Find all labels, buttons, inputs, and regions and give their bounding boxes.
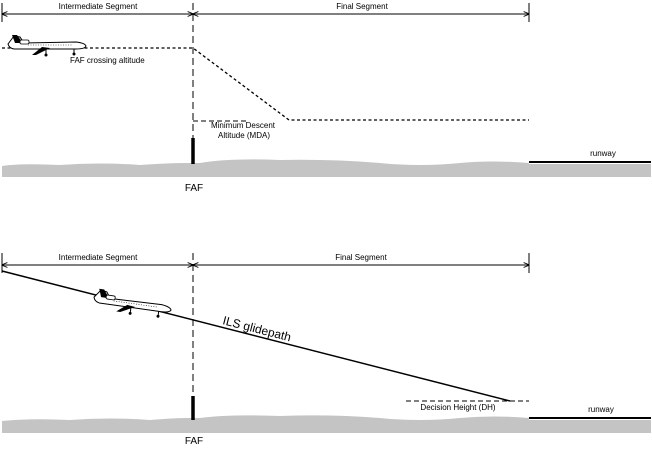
bottom-final-label: Final Segment xyxy=(335,253,387,262)
bottom-runway-label: runway xyxy=(588,405,614,414)
bottom-aircraft-icon xyxy=(91,287,174,321)
mda-label-line1: Minimum Descent xyxy=(211,121,276,130)
mda-label-line2: Altitude (MDA) xyxy=(218,131,270,140)
ils-glidepath-line xyxy=(1,270,511,402)
top-aircraft-icon xyxy=(7,34,87,57)
faf-crossing-label: FAF crossing altitude xyxy=(70,56,145,65)
top-runway-surface xyxy=(529,164,651,177)
bottom-intermediate-label: Intermediate Segment xyxy=(59,253,138,262)
ils-glidepath-label: ILS glidepath xyxy=(221,313,292,344)
top-fix-label: FAF xyxy=(185,183,203,194)
top-descent-profile xyxy=(2,47,529,121)
top-intermediate-label: Intermediate Segment xyxy=(59,2,138,11)
bottom-fix-label: FAF xyxy=(185,436,203,447)
bottom-runway-surface xyxy=(529,420,651,433)
top-final-label: Final Segment xyxy=(336,2,388,11)
bottom-ground xyxy=(2,415,529,433)
dh-label: Decision Height (DH) xyxy=(420,403,495,412)
top-panel: Intermediate Segment Final Segment FAF c… xyxy=(2,2,651,194)
top-ground xyxy=(2,159,529,177)
top-runway-label: runway xyxy=(590,149,616,158)
bottom-panel: Intermediate Segment Final Segment ILS g… xyxy=(2,253,651,447)
